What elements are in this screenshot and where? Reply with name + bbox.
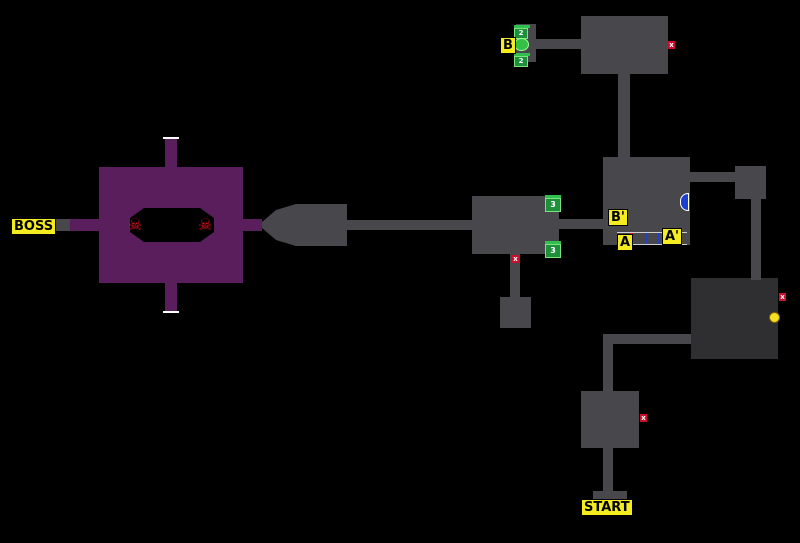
boss-bottom-door — [163, 311, 179, 313]
ledge-line-lower — [617, 244, 687, 245]
lock-x-icon: x — [779, 293, 786, 301]
corridor-top-vertical — [618, 73, 630, 159]
west-funnel — [262, 204, 298, 246]
lock-x-icon: x — [640, 414, 647, 422]
skull-icon: ☠ — [128, 215, 143, 234]
ledge-line — [617, 232, 687, 233]
marker-a-prime: A' — [662, 228, 683, 245]
corridor-start-vertical — [603, 447, 613, 495]
blue-switch-2 — [657, 233, 660, 244]
corridor-mid-down — [510, 252, 520, 298]
room-start-adjacent — [581, 391, 639, 448]
corridor-long-horizontal — [345, 220, 473, 230]
blue-door-icon — [680, 193, 689, 211]
lightbulb-icon — [769, 312, 780, 323]
corridor-lower-horizontal — [603, 334, 691, 344]
marker-b-prime: B' — [608, 209, 628, 226]
room-west — [295, 204, 347, 246]
room-middle-small — [500, 297, 531, 328]
skull-icon: ☠ — [198, 215, 213, 234]
corridor-mid-to-center — [558, 219, 604, 229]
room-lower-right-tab — [751, 270, 761, 280]
start-label: START — [581, 499, 633, 516]
corridor-top-horizontal — [535, 39, 583, 49]
chest-icon: 3 — [545, 241, 561, 258]
corridor-right-vertical — [751, 196, 761, 282]
marker-b: B — [500, 37, 516, 54]
corridor-right-horizontal — [688, 172, 738, 182]
blue-switch — [645, 233, 648, 244]
corridor-lower-room-up — [603, 335, 613, 393]
boss-label: BOSS — [11, 218, 57, 235]
room-middle — [472, 196, 559, 254]
chest-icon: 2 — [514, 53, 530, 67]
room-small-right — [735, 166, 766, 199]
boss-corridor-top — [165, 138, 177, 168]
room-lower-right — [691, 278, 778, 359]
green-orb-icon — [514, 38, 529, 51]
boss-corridor-left — [70, 219, 100, 231]
lock-x-icon: x — [668, 41, 675, 49]
boss-corridor-bottom — [165, 282, 177, 312]
marker-a: A — [617, 234, 634, 251]
boss-corridor-right — [242, 219, 262, 231]
boss-inner-arena — [130, 208, 214, 242]
boss-top-door — [163, 137, 179, 139]
lock-x-icon: x — [512, 255, 519, 263]
room-top-right — [581, 16, 668, 74]
chest-icon: 3 — [545, 195, 561, 212]
